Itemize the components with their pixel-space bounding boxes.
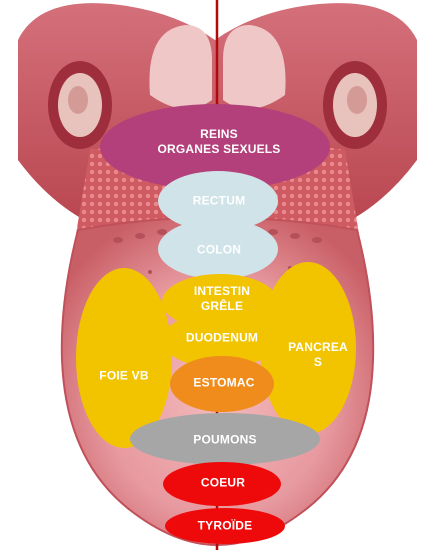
zone-coeur: [163, 462, 281, 506]
palate-right-lobe: [223, 25, 286, 109]
left-tonsil-core: [68, 86, 88, 114]
zone-reins: [100, 104, 330, 190]
label-reins: REINS ORGANES SEXUELS: [157, 127, 281, 156]
label-pancreas: PANCREA S: [288, 340, 348, 369]
label-poumons: POUMONS: [193, 432, 257, 447]
right-tonsil-core: [347, 86, 367, 114]
label-intestin: INTESTIN GRÊLE: [193, 284, 251, 313]
label-duodenum: DUODENUM: [185, 330, 259, 345]
label-rectum: RECTUM: [192, 193, 246, 208]
zone-thyroide: [165, 508, 285, 544]
zone-colon: [158, 219, 278, 279]
label-thyroide: TYROÏDE: [197, 518, 253, 533]
palate-left-lobe: [149, 25, 212, 109]
zone-duodenum: [162, 312, 278, 368]
zone-poumons: [130, 413, 320, 465]
zone-rectum: [158, 171, 278, 231]
zone-foie: [76, 268, 172, 448]
zone-pancreas: [260, 262, 356, 434]
zone-estomac: [170, 356, 274, 412]
label-colon: COLON: [196, 242, 242, 257]
label-foie: FOIE VB: [99, 368, 149, 383]
vallate-papillae: [113, 229, 322, 274]
label-estomac: ESTOMAC: [193, 375, 255, 390]
label-coeur: COEUR: [200, 475, 246, 490]
